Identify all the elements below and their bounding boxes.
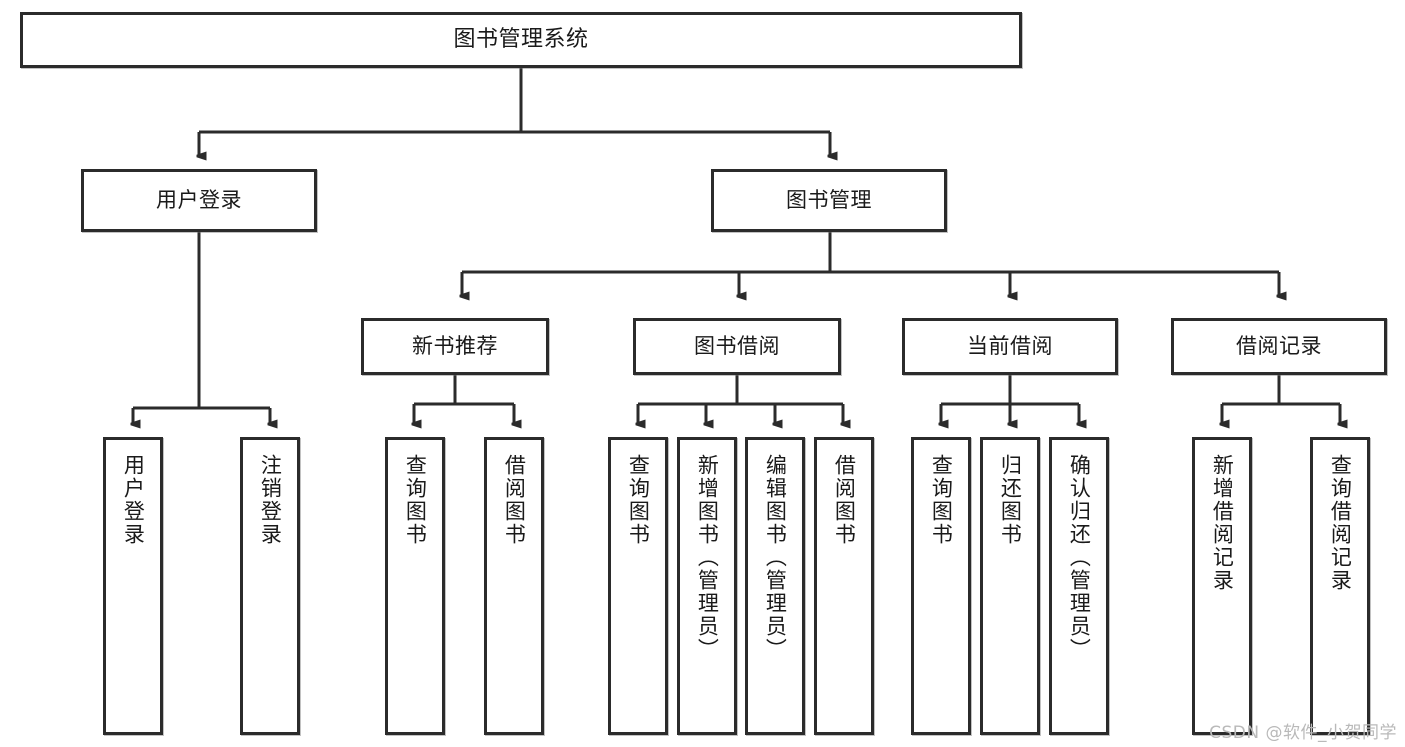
node-label: 查询借阅记录 bbox=[1328, 454, 1353, 592]
node-borrow-record[interactable]: 借阅记录 bbox=[1171, 318, 1387, 375]
node-label: 归还图书 bbox=[998, 454, 1023, 546]
leaf-new-book-borrow[interactable]: 借阅图书 bbox=[484, 437, 544, 735]
leaf-current-borrow-query[interactable]: 查询图书 bbox=[911, 437, 971, 735]
node-label: 新增图书（管理员） bbox=[695, 454, 720, 661]
leaf-borrow-record-add[interactable]: 新增借阅记录 bbox=[1192, 437, 1252, 735]
node-label: 查询图书 bbox=[929, 454, 954, 546]
node-label: 图书借阅 bbox=[694, 334, 780, 359]
node-current-borrow[interactable]: 当前借阅 bbox=[902, 318, 1118, 375]
node-label: 新书推荐 bbox=[412, 334, 498, 359]
leaf-current-borrow-confirm-return[interactable]: 确认归还（管理员） bbox=[1049, 437, 1109, 735]
node-label: 新增借阅记录 bbox=[1210, 454, 1235, 592]
node-label: 当前借阅 bbox=[967, 334, 1053, 359]
leaf-book-borrow-add[interactable]: 新增图书（管理员） bbox=[677, 437, 737, 735]
node-label: 借阅记录 bbox=[1236, 334, 1322, 359]
leaf-borrow-record-query[interactable]: 查询借阅记录 bbox=[1310, 437, 1370, 735]
leaf-current-borrow-return[interactable]: 归还图书 bbox=[980, 437, 1040, 735]
node-user-login[interactable]: 用户登录 bbox=[81, 169, 317, 232]
leaf-book-borrow-edit[interactable]: 编辑图书（管理员） bbox=[745, 437, 805, 735]
node-label: 图书管理 bbox=[786, 188, 872, 213]
node-book-borrow[interactable]: 图书借阅 bbox=[633, 318, 841, 375]
leaf-user-login-logout[interactable]: 注销登录 bbox=[240, 437, 300, 735]
node-label: 查询图书 bbox=[626, 454, 651, 546]
leaf-user-login-signin[interactable]: 用户登录 bbox=[103, 437, 163, 735]
leaf-book-borrow-borrow[interactable]: 借阅图书 bbox=[814, 437, 874, 735]
node-label: 用户登录 bbox=[156, 188, 242, 213]
node-root-system[interactable]: 图书管理系统 bbox=[20, 12, 1022, 68]
node-label: 借阅图书 bbox=[832, 454, 857, 546]
watermark-text: CSDN @软件_小贺同学 bbox=[1209, 723, 1397, 743]
node-label: 编辑图书（管理员） bbox=[763, 454, 788, 661]
node-label: 图书管理系统 bbox=[453, 27, 589, 53]
leaf-book-borrow-query[interactable]: 查询图书 bbox=[608, 437, 668, 735]
node-label: 确认归还（管理员） bbox=[1067, 454, 1092, 661]
node-label: 用户登录 bbox=[121, 454, 146, 546]
node-book-management[interactable]: 图书管理 bbox=[711, 169, 947, 232]
node-label: 借阅图书 bbox=[502, 454, 527, 546]
node-label: 查询图书 bbox=[403, 454, 428, 546]
leaf-new-book-query[interactable]: 查询图书 bbox=[385, 437, 445, 735]
node-new-book-recommend[interactable]: 新书推荐 bbox=[361, 318, 549, 375]
node-label: 注销登录 bbox=[258, 454, 283, 546]
